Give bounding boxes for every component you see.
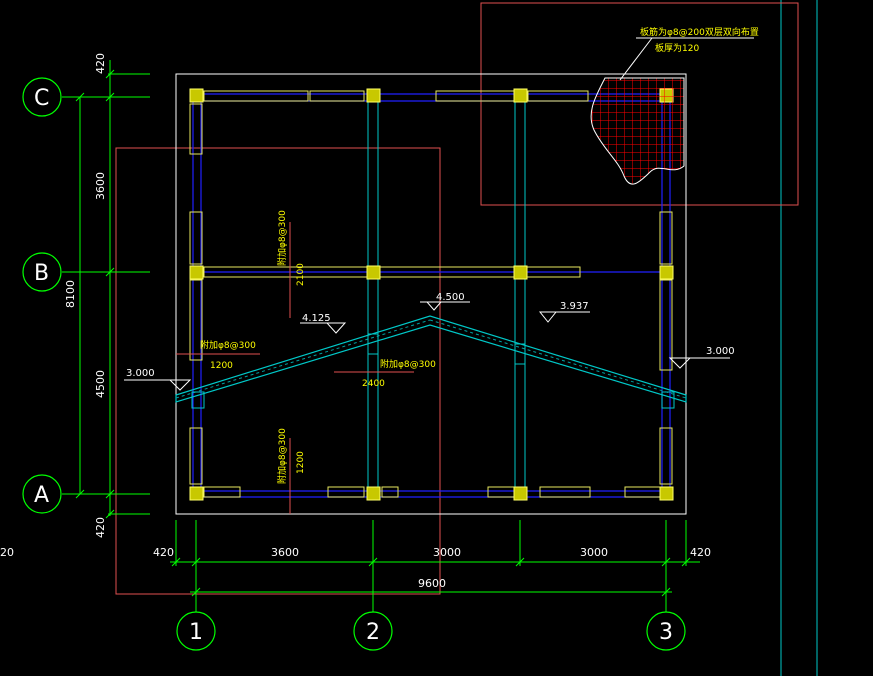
len-1200-left-label: 1200: [210, 361, 233, 371]
dim-left-top: 420: [94, 53, 107, 74]
grid-label-1: 1: [189, 620, 203, 645]
slab-note-line2: 板厚为120: [655, 42, 699, 54]
slab-detail-hatch: [590, 77, 685, 185]
level-left-mid: 4.125: [302, 313, 331, 324]
left-dimension-lines: [62, 60, 150, 519]
rebar-left-label: 附加φ8@300: [200, 339, 256, 351]
dim-left-total: 8100: [64, 280, 77, 308]
grid-label-a: A: [34, 483, 49, 508]
beams: [189, 90, 673, 498]
level-left-eave: 3.000: [126, 368, 155, 379]
grid-label-b: B: [34, 261, 49, 286]
dim-left-4500: 4500: [94, 370, 107, 398]
columns: [189, 88, 674, 501]
grid-label-c: C: [34, 86, 49, 111]
dim-bottom-right: 420: [690, 546, 711, 559]
dim-bottom-3000-a: 3000: [433, 546, 461, 559]
region-outline-detail: [480, 2, 799, 206]
slab-outline: [175, 73, 687, 515]
rebar-upper-label: 附加φ8@300: [276, 210, 288, 266]
dim-bottom-total: 9600: [418, 577, 446, 590]
axis-lines: [192, 93, 671, 498]
rebar-lines: [176, 222, 414, 514]
level-right-eave: 3.000: [706, 346, 735, 357]
bottom-dimension-lines: [170, 520, 700, 612]
region-outline-large: [115, 147, 441, 595]
dim-bottom-left: 420: [153, 546, 174, 559]
grid-label-2: 2: [366, 620, 380, 645]
grid-bubbles: [22, 77, 686, 651]
level-markers: [124, 301, 730, 391]
dim-left-3600: 3600: [94, 172, 107, 200]
dim-left-bottom: 420: [94, 517, 107, 538]
level-ridge: 4.500: [436, 292, 465, 303]
level-right-mid: 3.937: [560, 301, 589, 312]
grid-label-3: 3: [659, 620, 673, 645]
slab-note-line1: 板筋为φ8@200双层双向布置: [640, 26, 759, 38]
len-1200-lower-label: 1200: [296, 451, 306, 474]
len-2100-label: 2100: [296, 263, 306, 286]
dim-edge-cut: 20: [0, 546, 14, 559]
roof-section: [175, 315, 687, 409]
slab-note-leader: [619, 37, 653, 81]
dim-bottom-3000-b: 3000: [580, 546, 608, 559]
rebar-lower-label: 附加φ8@300: [276, 428, 288, 484]
len-2400-label: 2400: [362, 379, 385, 389]
beam-edges: [367, 96, 526, 494]
rebar-center-label: 附加φ8@300: [380, 358, 436, 370]
dim-bottom-3600: 3600: [271, 546, 299, 559]
